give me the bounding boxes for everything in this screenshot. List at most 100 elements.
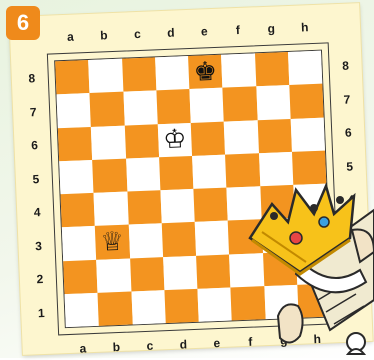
file-label-top: g (261, 19, 282, 38)
square-g6[interactable] (257, 118, 292, 153)
square-b1[interactable] (98, 291, 133, 326)
square-h7[interactable] (289, 84, 324, 119)
square-f5[interactable] (225, 153, 260, 188)
square-h8[interactable] (288, 51, 323, 86)
black-king-icon[interactable]: ♚ (193, 59, 217, 86)
file-label-bottom: f (240, 332, 261, 351)
square-c1[interactable] (131, 290, 166, 325)
square-h5[interactable] (292, 150, 327, 185)
puzzle-number-badge: 6 (6, 6, 40, 40)
square-e3[interactable] (195, 221, 230, 256)
square-a8[interactable] (55, 60, 90, 95)
file-label-top: d (161, 23, 182, 42)
square-f7[interactable] (223, 87, 258, 122)
square-b5[interactable] (92, 158, 127, 193)
rank-label-left: 7 (23, 103, 44, 122)
square-e4[interactable] (193, 188, 228, 223)
square-f3[interactable] (228, 219, 263, 254)
square-h1[interactable] (297, 283, 332, 318)
square-a6[interactable] (58, 126, 93, 161)
rank-label-left: 8 (21, 69, 42, 88)
board-frame: ♚ ♔ ♕ (47, 42, 340, 335)
square-g5[interactable] (259, 152, 294, 187)
file-label-top: c (127, 25, 148, 44)
white-king-icon[interactable]: ♔ (163, 126, 187, 153)
square-d5[interactable] (159, 156, 194, 191)
rank-label-right: 4 (341, 190, 362, 209)
file-label-bottom: g (273, 331, 294, 350)
square-h3[interactable] (294, 217, 329, 252)
square-f1[interactable] (231, 286, 266, 321)
rank-label-right: 8 (335, 57, 356, 76)
square-b6[interactable] (91, 125, 126, 160)
square-e6[interactable] (191, 121, 226, 156)
square-b3[interactable]: ♕ (95, 225, 130, 260)
square-f8[interactable] (221, 53, 256, 88)
square-f6[interactable] (224, 120, 259, 155)
square-a4[interactable] (61, 193, 96, 228)
square-d8[interactable] (155, 56, 190, 91)
square-g8[interactable] (255, 52, 290, 87)
file-label-bottom: e (207, 334, 228, 353)
square-d3[interactable] (162, 222, 197, 257)
rank-label-left: 6 (24, 136, 45, 155)
rank-label-right: 1 (345, 291, 366, 310)
file-label-bottom: a (73, 339, 94, 358)
file-label-bottom: c (140, 336, 161, 355)
file-label-top: b (94, 26, 115, 45)
square-a2[interactable] (63, 259, 98, 294)
file-label-top: f (227, 21, 248, 40)
square-d2[interactable] (163, 255, 198, 290)
file-label-top: a (60, 27, 81, 46)
file-label-bottom: b (106, 338, 127, 357)
square-g4[interactable] (260, 185, 295, 220)
puzzle-number: 6 (17, 10, 29, 36)
square-c3[interactable] (128, 223, 163, 258)
square-a5[interactable] (59, 160, 94, 195)
square-a3[interactable] (62, 226, 97, 261)
square-c8[interactable] (122, 57, 157, 92)
chessboard[interactable]: ♚ ♔ ♕ (54, 50, 333, 329)
square-c5[interactable] (126, 157, 161, 192)
square-d4[interactable] (160, 189, 195, 224)
square-b7[interactable] (90, 92, 125, 127)
square-g3[interactable] (261, 218, 296, 253)
rank-label-right: 2 (343, 257, 364, 276)
square-d1[interactable] (164, 289, 199, 324)
square-c2[interactable] (130, 257, 165, 292)
rank-label-left: 5 (26, 170, 47, 189)
square-h2[interactable] (296, 250, 331, 285)
file-label-bottom: d (173, 335, 194, 354)
square-g1[interactable] (264, 285, 299, 320)
square-e7[interactable] (189, 88, 224, 123)
file-label-bottom: h (307, 330, 328, 349)
white-queen-icon[interactable]: ♕ (100, 229, 124, 256)
square-c7[interactable] (123, 91, 158, 126)
rank-label-right: 7 (337, 90, 358, 109)
rank-label-left: 4 (27, 203, 48, 222)
rank-label-right: 6 (338, 124, 359, 143)
square-b2[interactable] (96, 258, 131, 293)
square-e1[interactable] (197, 287, 232, 322)
square-e2[interactable] (196, 254, 231, 289)
square-g7[interactable] (256, 85, 291, 120)
square-h4[interactable] (293, 184, 328, 219)
square-f2[interactable] (229, 253, 264, 288)
square-d6[interactable]: ♔ (158, 122, 193, 157)
square-e5[interactable] (192, 154, 227, 189)
rank-label-left: 2 (30, 270, 51, 289)
square-f4[interactable] (227, 186, 262, 221)
rank-label-left: 3 (28, 237, 49, 256)
square-d7[interactable] (156, 89, 191, 124)
square-b4[interactable] (94, 192, 129, 227)
square-c6[interactable] (124, 124, 159, 159)
square-a1[interactable] (65, 293, 100, 328)
square-b8[interactable] (88, 59, 123, 94)
rank-label-left: 1 (31, 303, 52, 322)
square-g2[interactable] (263, 251, 298, 286)
square-a7[interactable] (57, 93, 92, 128)
square-c4[interactable] (127, 190, 162, 225)
square-e8[interactable]: ♚ (188, 55, 223, 90)
square-h6[interactable] (290, 117, 325, 152)
